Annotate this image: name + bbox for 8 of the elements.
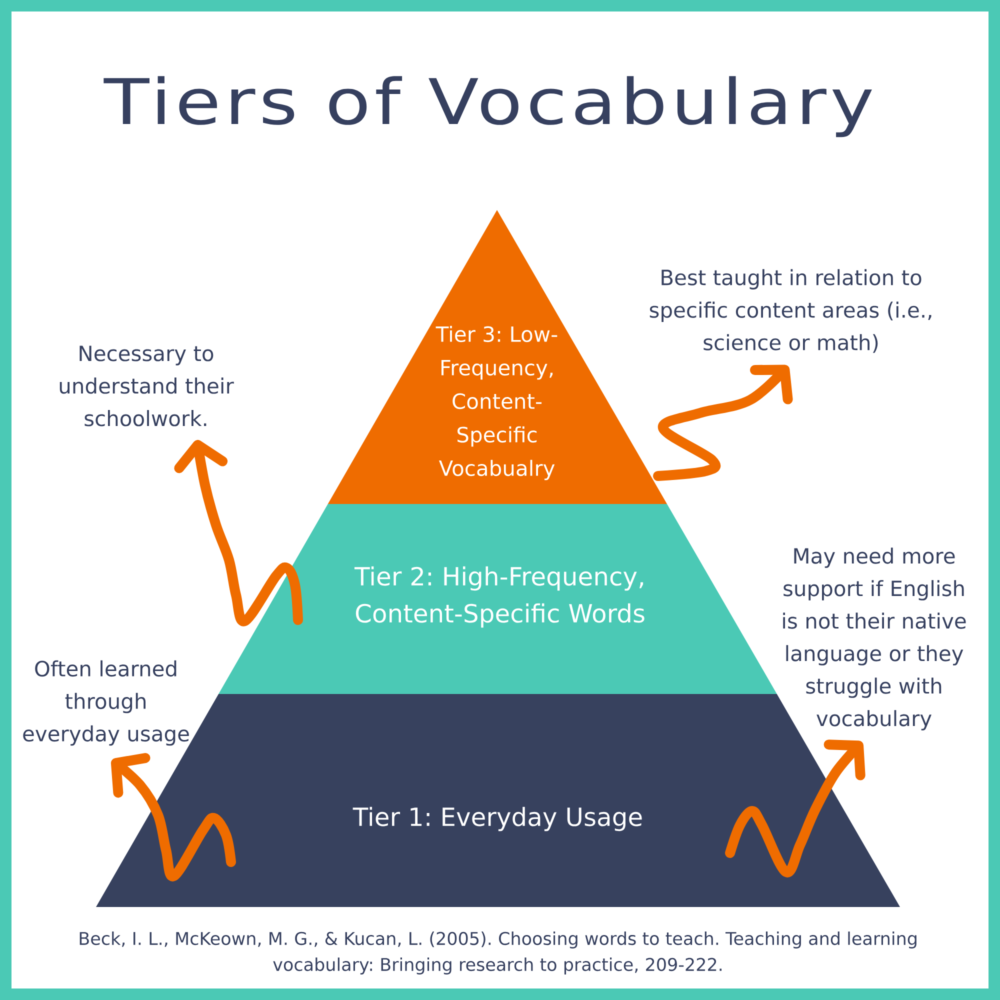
title: Tiers of Vocabulary	[104, 76, 872, 138]
squiggle-arrow	[110, 753, 236, 882]
pyramid-tier: Tier 2: High-Frequency, Content-Specific Words	[218, 504, 777, 694]
squiggle-arrow	[653, 364, 793, 481]
squiggle-arrow	[725, 740, 866, 878]
note-text: Necessary to understand their schoolwork.	[60, 346, 234, 426]
citation: Beck, I. L., McKeown, M. G., & Kucan, L. (2005). Choosing words to teach. Teaching and learning vocabulary: Bringing research to practice, 209-222.	[80, 932, 916, 974]
squiggle-arrow	[174, 440, 303, 626]
